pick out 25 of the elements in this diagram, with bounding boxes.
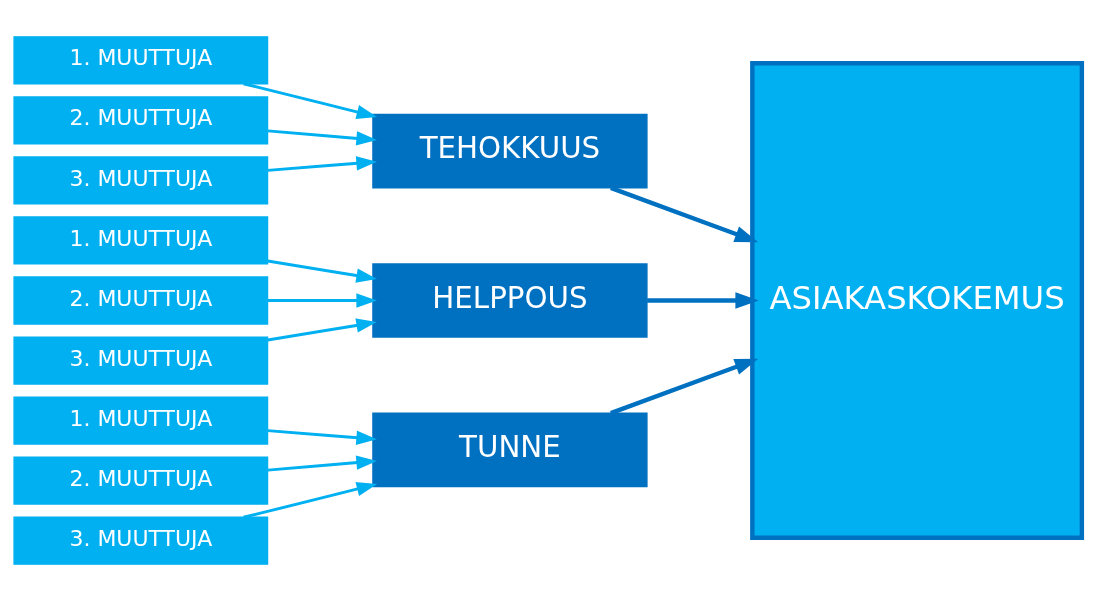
node-box: 3. MUUTTUJA: [13, 516, 269, 565]
node-box: 3. MUUTTUJA: [13, 336, 269, 385]
node-box: HELPPOUS: [372, 263, 648, 338]
node-box: 1. MUUTTUJA: [13, 396, 269, 445]
arrow: [267, 455, 377, 472]
arrow: [267, 259, 377, 283]
arrow: [610, 185, 759, 243]
node-box: 1. MUUTTUJA: [13, 216, 269, 265]
node-box: 1. MUUTTUJA: [13, 36, 269, 85]
node-box: 2. MUUTTUJA: [13, 276, 269, 325]
node-box: ASIAKASKOKEMUS: [750, 61, 1085, 540]
node-box: TUNNE: [372, 412, 648, 488]
arrow: [267, 156, 377, 172]
arrow: [610, 358, 759, 416]
arrow: [267, 429, 377, 445]
arrow: [647, 292, 759, 309]
node-box: 2. MUUTTUJA: [13, 96, 269, 145]
arrow: [267, 129, 377, 146]
arrow: [267, 318, 377, 342]
node-box: 2. MUUTTUJA: [13, 456, 269, 505]
arrow: [267, 293, 377, 308]
node-box: TEHOKKUUS: [372, 113, 648, 189]
arrow: [243, 82, 378, 119]
node-box: 3. MUUTTUJA: [13, 156, 269, 205]
arrow: [243, 482, 378, 519]
